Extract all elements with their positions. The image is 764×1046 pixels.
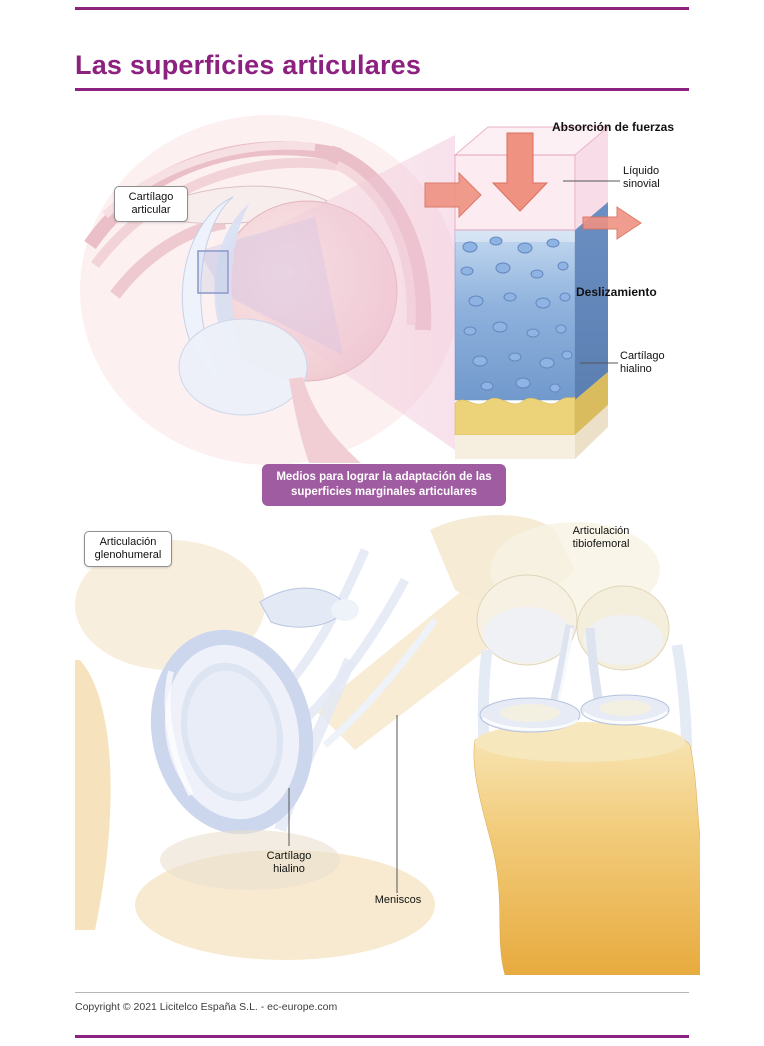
label-cartilago-articular: Cartílago articular [114, 186, 188, 222]
glenohumeral-joint [75, 540, 525, 960]
pointer-lines [563, 180, 620, 364]
label-articulacion-tibiofemoral: Articulación tibiofemoral [572, 525, 630, 550]
bottom-figure [75, 510, 700, 975]
title-rule [75, 88, 689, 91]
top-figure [75, 105, 700, 465]
page-title: Las superficies articulares [75, 50, 422, 80]
pointer-lines-bottom [288, 715, 398, 893]
glenohumeral-and-knee-illustration [75, 515, 700, 975]
tibiofemoral-joint [430, 515, 700, 975]
chondrocyte-cells [460, 236, 573, 393]
bottom-accent-bar [75, 1035, 689, 1038]
shoulder-and-cartilage-cube-illustration [80, 115, 642, 465]
callout-text: Medios para lograr la adaptación de las … [276, 471, 492, 498]
zoom-source-box [197, 250, 229, 294]
callout-box: Medios para lograr la adaptación de las … [262, 464, 506, 506]
footer-rule [75, 992, 689, 993]
cartilage-cube [424, 126, 642, 459]
label-meniscos: Meniscos [374, 894, 422, 906]
top-accent-bar [75, 7, 689, 10]
copyright-text: Copyright © 2021 Licitelco España S.L. -… [75, 1001, 338, 1013]
label-cartilago-hialino-top: Cartílago hialino [620, 350, 665, 375]
force-arrows [424, 132, 642, 240]
label-absorcion-de-fuerzas: Absorción de fuerzas [552, 120, 675, 134]
label-liquido-sinovial: Líquido sinovial [623, 165, 660, 190]
label-cartilago-hialino-bottom: Cartílago hialino [266, 850, 312, 875]
zoom-beam [228, 135, 455, 450]
label-deslizamiento: Deslizamiento [576, 285, 657, 299]
menisci [479, 694, 670, 733]
label-articulacion-glenohumeral: Articulación glenohumeral [84, 531, 172, 567]
glenoid-labrum-ring [150, 629, 314, 835]
subchondral-bone-layer [454, 396, 576, 436]
